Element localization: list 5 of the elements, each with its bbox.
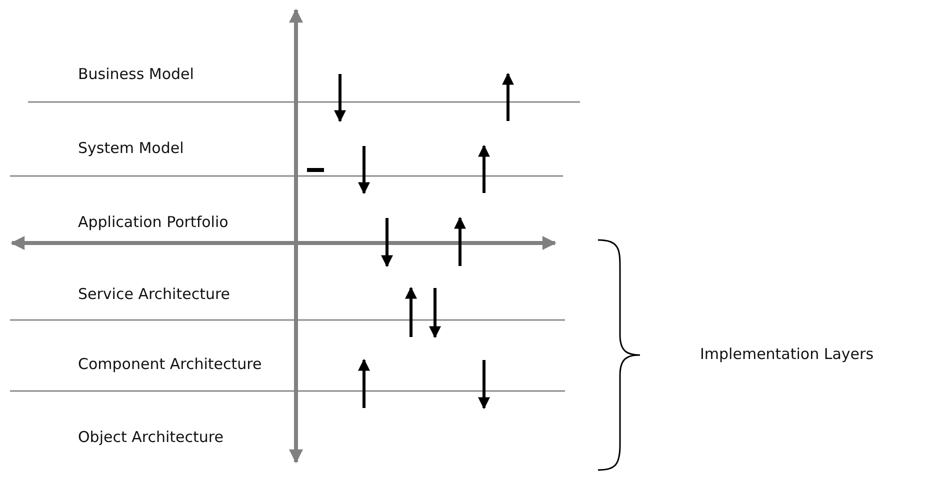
layer-label: Application Portfolio (78, 213, 228, 231)
bracket-label: Implementation Layers (700, 345, 874, 363)
layer-label: Component Architecture (78, 355, 262, 373)
layer-label: Object Architecture (78, 428, 224, 446)
layer-label: System Model (78, 139, 184, 157)
